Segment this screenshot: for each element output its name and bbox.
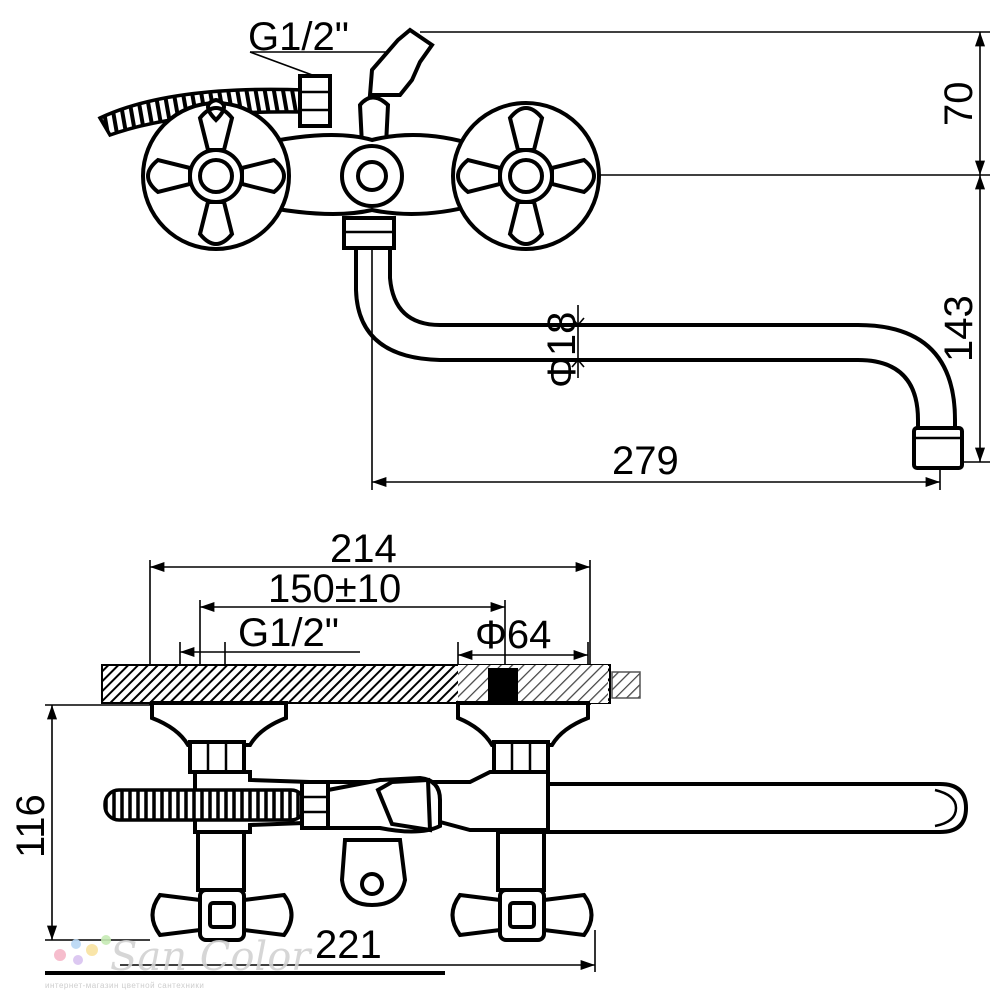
dim-label-214: 214: [330, 527, 397, 571]
dim-label-221: 221: [315, 923, 382, 967]
dim-label-d64: Φ64: [475, 613, 551, 657]
watermark: San Color интернет-магазин цветной санте…: [45, 934, 313, 990]
dim-label-150: 150±10: [268, 567, 401, 611]
right-handle-top: [451, 101, 601, 251]
hose-nut: [298, 74, 332, 128]
diverter-core: [356, 160, 388, 192]
right-stem: [496, 830, 546, 892]
watermark-dots: [54, 935, 111, 965]
bottom-view: 214 150±10 G1/2" Φ64 116 221: [9, 527, 969, 975]
shower-holder: [367, 27, 435, 97]
dim-label-d18: Φ18: [540, 312, 584, 388]
watermark-tagline: интернет-магазин цветной сантехники: [45, 981, 204, 990]
hose-connector: [300, 780, 330, 830]
right-eccentric-nut: [492, 740, 550, 774]
dim-label-inlet-top: G1/2": [248, 15, 349, 59]
left-flange: [150, 701, 288, 747]
dim-label-inlet-bottom: G1/2": [238, 611, 339, 655]
top-view: G1/2" 70 143 Φ18 279: [97, 15, 990, 490]
left-handle-front: [150, 888, 294, 942]
left-handle-top: [141, 97, 291, 251]
wall-insert: [488, 668, 518, 702]
right-flange: [456, 701, 590, 747]
dim-label-279: 279: [612, 439, 679, 483]
diverter-lever-front: [375, 777, 433, 833]
spout-front: [546, 782, 969, 834]
left-stem: [196, 830, 246, 892]
left-eccentric-nut: [188, 740, 246, 774]
wall-section-end: [611, 671, 641, 699]
wall-section-light: [458, 665, 608, 703]
diverter-lever: [357, 95, 391, 147]
spout-outline-outer: [354, 248, 920, 428]
dim-label-70: 70: [937, 82, 981, 127]
bracket-hole: [360, 872, 384, 896]
dim-label-143: 143: [937, 295, 981, 362]
spout-outline-inner: [388, 248, 957, 428]
watermark-brand: San Color: [110, 934, 313, 980]
spout-end-detail: [934, 788, 958, 828]
dim-label-116: 116: [9, 794, 53, 858]
aerator: [912, 426, 964, 470]
right-handle-front: [450, 888, 594, 942]
leader-line: [249, 51, 316, 77]
shower-hose-front: [103, 788, 307, 822]
